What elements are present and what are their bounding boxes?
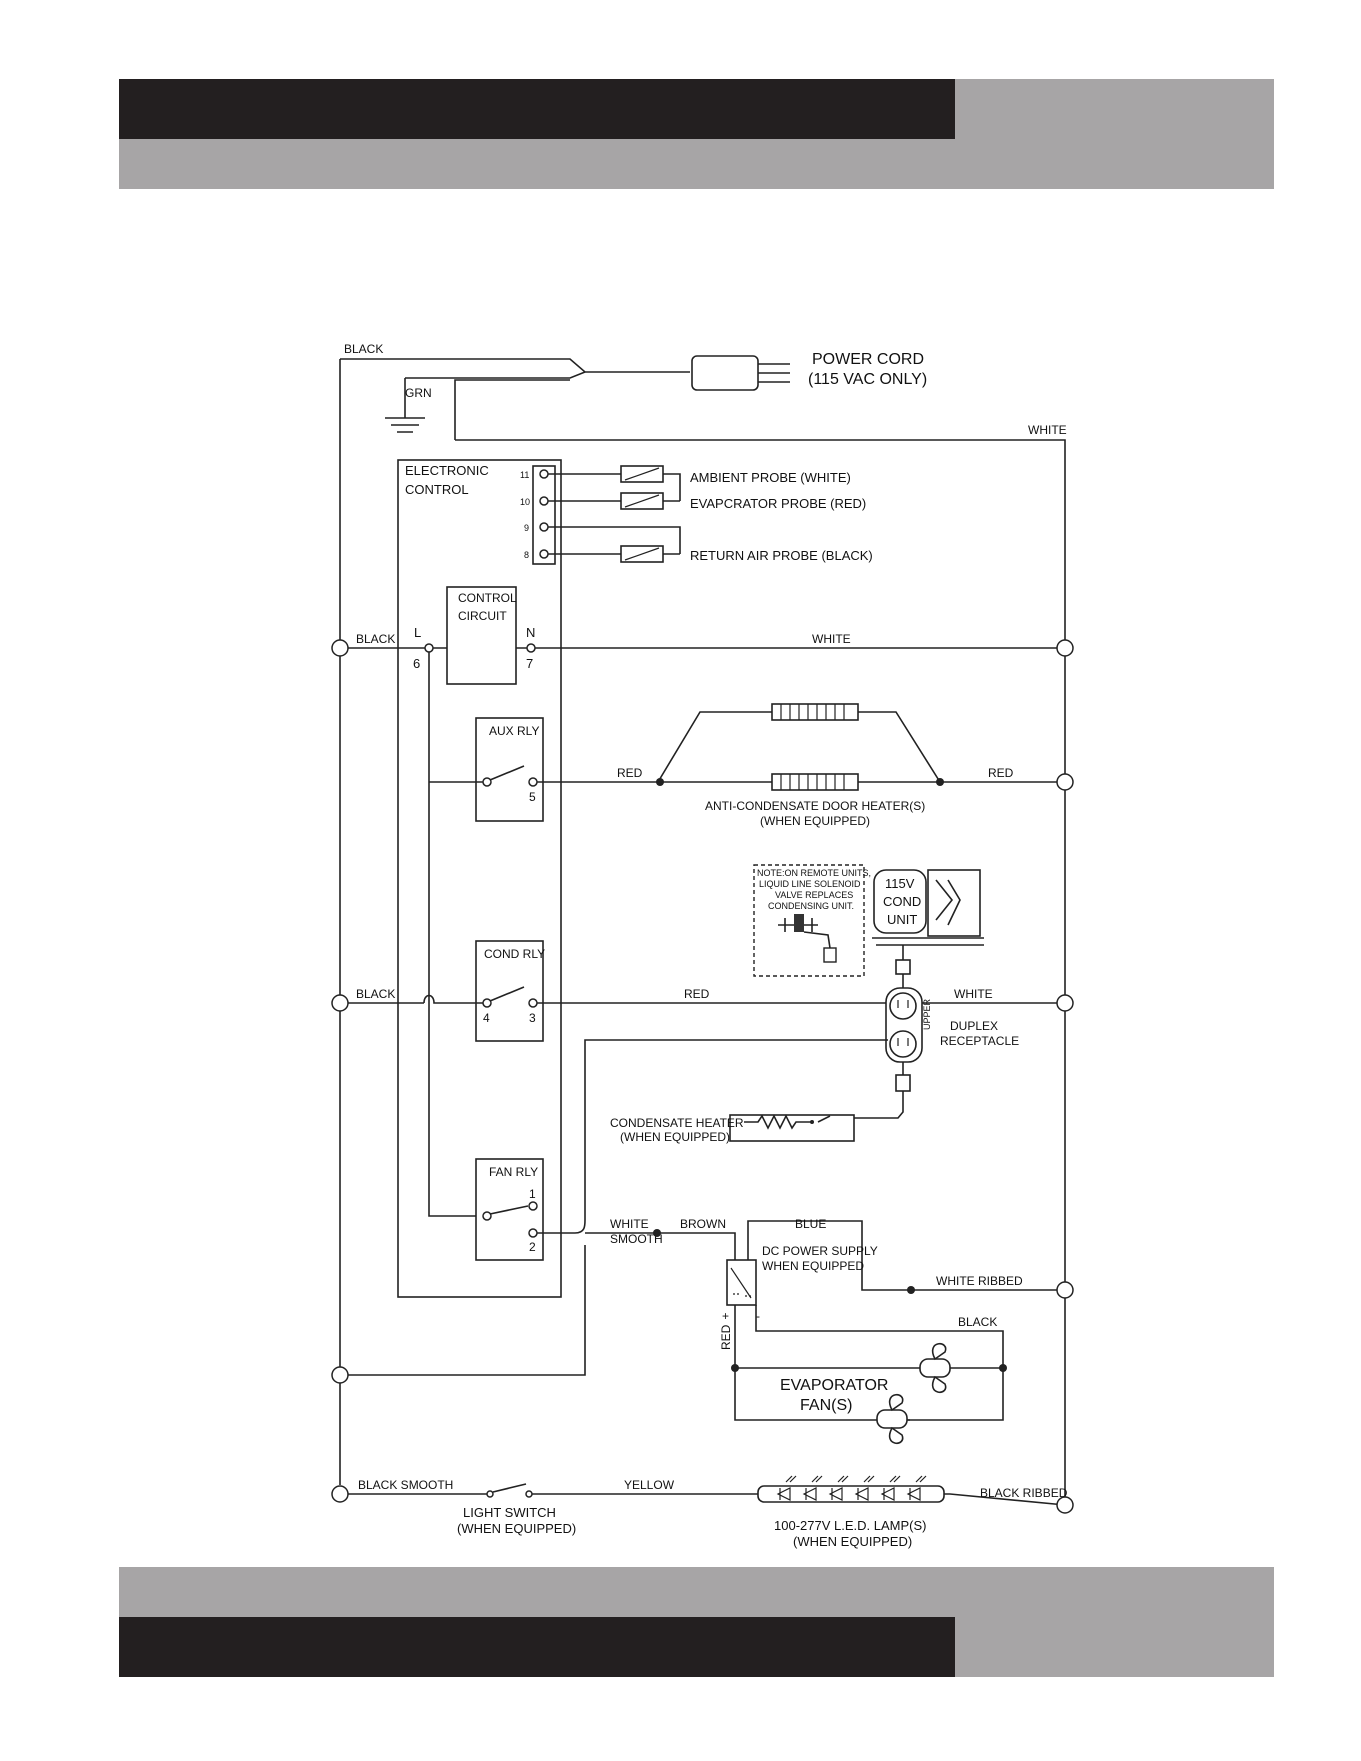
- header-black-bar: [119, 79, 955, 139]
- receptacle-label-1: DUPLEX: [950, 1019, 998, 1033]
- control-circuit-1: CONTROL: [458, 591, 517, 605]
- evaporator-fan-icon-1: [919, 1343, 951, 1393]
- wire-label-black-ctl: BLACK: [356, 632, 395, 646]
- aux-relay-pin-5: 5: [529, 790, 536, 804]
- power-cord: BLACK GRN WHITE POWER CORD (115 VAC ONLY…: [339, 342, 1067, 1505]
- wire-label-red-dc: RED: [719, 1324, 733, 1350]
- fan-relay: FAN RLY 1 2 WHITE SMOOTH: [340, 1158, 663, 1376]
- light-switch-label-2: (WHEN EQUIPPED): [457, 1521, 576, 1536]
- cond-relay-pin-3: 3: [529, 1011, 536, 1025]
- control-circuit-2: CIRCUIT: [458, 609, 507, 623]
- door-heater-label-1: ANTI-CONDENSATE DOOR HEATER(S): [705, 799, 925, 813]
- cond-unit-line-3: UNIT: [887, 912, 917, 927]
- control-power-line: BLACK WHITE: [340, 632, 1065, 1217]
- receptacle-upper-label: UPPER: [922, 998, 932, 1030]
- control-N-num: 7: [526, 656, 533, 671]
- fan-relay-pin-2: 2: [529, 1240, 536, 1254]
- evaporator-fan-icon-2: [876, 1394, 908, 1444]
- cond-unit-line-1: 115V: [885, 876, 915, 891]
- cond-fan-icon: [927, 869, 981, 937]
- terminal-9: 9: [524, 523, 529, 533]
- evap-fans-label-1: EVAPORATOR: [780, 1377, 888, 1394]
- duplex-receptacle: UPPER DUPLEX RECEPTACLE: [584, 987, 1019, 1220]
- dc-supply-label-1: DC POWER SUPPLY: [762, 1244, 878, 1258]
- electronic-control: ELECTRONIC CONTROL 11 10 9 8 CONTROL CIR…: [397, 459, 562, 1298]
- evap-fans-label-2: FAN(S): [800, 1397, 852, 1414]
- wire-label-white-cond: WHITE: [954, 987, 993, 1001]
- led-lamp-icon: [757, 1475, 945, 1503]
- wire-label-black-cond: BLACK: [356, 987, 395, 1001]
- note-line-2: LIQUID LINE SOLENOID: [759, 879, 861, 889]
- footer-gray-tab: [955, 1617, 1274, 1677]
- condensate-heater: CONDENSATE HEATER (WHEN EQUIPPED): [610, 1114, 855, 1144]
- probes: AMBIENT PROBE (WHITE) EVAPCRATOR PROBE (…: [548, 465, 873, 563]
- led-label-2: (WHEN EQUIPPED): [793, 1534, 912, 1549]
- dc-minus: -: [756, 1309, 760, 1323]
- bus-terminals: [331, 639, 1074, 1514]
- power-plug-icon: [691, 355, 790, 391]
- door-heater-label-2: (WHEN EQUIPPED): [760, 814, 870, 828]
- wire-label-white-smooth-2: SMOOTH: [610, 1232, 663, 1246]
- power-cord-title: POWER CORD: [812, 351, 924, 368]
- note-box: NOTE:ON REMOTE UNITS, LIQUID LINE SOLENO…: [753, 864, 871, 977]
- wire-label-black-dc: BLACK: [958, 1315, 997, 1329]
- control-N: N: [526, 625, 535, 640]
- terminal-11: 11: [520, 470, 529, 480]
- wire-label-white-ribbed: WHITE RIBBED: [936, 1274, 1023, 1288]
- header-gray-tab: [955, 79, 1274, 139]
- footer-black-bar: [119, 1617, 955, 1677]
- solenoid-valve-icon: [778, 914, 837, 963]
- cond-relay-pin-4: 4: [483, 1011, 490, 1025]
- footer-gray-bar: [119, 1567, 1274, 1617]
- wire-label-white-smooth-1: WHITE: [610, 1217, 649, 1231]
- wire-label-red-cond: RED: [684, 987, 710, 1001]
- condensate-heater-label-2: (WHEN EQUIPPED): [620, 1130, 730, 1144]
- cond-unit-line-2: COND: [883, 894, 921, 909]
- terminal-8: 8: [524, 550, 529, 560]
- note-line-3: VALVE REPLACES: [775, 890, 853, 900]
- probe-ambient-label: AMBIENT PROBE (WHITE): [690, 470, 851, 485]
- dc-supply-label-2: WHEN EQUIPPED: [762, 1259, 864, 1273]
- electronic-control-title-2: CONTROL: [405, 482, 469, 497]
- wire-label-red-aux-left: RED: [617, 766, 643, 780]
- door-heaters: ANTI-CONDENSATE DOOR HEATER(S) (WHEN EQU…: [656, 703, 944, 828]
- probe-return-air-label: RETURN AIR PROBE (BLACK): [690, 548, 873, 563]
- receptacle-label-2: RECEPTACLE: [940, 1034, 1019, 1048]
- note-line-4: CONDENSING UNIT.: [768, 901, 854, 911]
- probe-evaporator-label: EVAPCRATOR PROBE (RED): [690, 496, 866, 511]
- fan-relay-pin-1: 1: [529, 1187, 536, 1201]
- wire-label-brown: BROWN: [680, 1217, 726, 1231]
- led-label-1: 100-277V L.E.D. LAMP(S): [774, 1518, 926, 1533]
- wire-label-black-ribbed: BLACK RIBBED: [980, 1486, 1068, 1500]
- power-cord-subtitle: (115 VAC ONLY): [808, 371, 927, 388]
- header-gray-bar: [119, 139, 1274, 189]
- condensing-unit: 115V COND UNIT: [872, 869, 984, 990]
- cond-relay: COND RLY 4 3 BLACK RED WHITE: [340, 940, 1065, 1042]
- wire-label-black-smooth: BLACK SMOOTH: [358, 1478, 453, 1492]
- light-circuit: BLACK SMOOTH YELLOW LIGHT SWITCH (WHEN E…: [340, 1475, 1068, 1549]
- wire-label-blue: BLUE: [795, 1217, 826, 1231]
- dc-plus: +: [722, 1309, 729, 1323]
- wire-label-grn: GRN: [405, 386, 432, 400]
- wire-label-white-top: WHITE: [1028, 423, 1067, 437]
- note-line-1: NOTE:ON REMOTE UNITS,: [757, 868, 871, 878]
- wire-label-red-aux-right: RED: [988, 766, 1014, 780]
- cond-relay-label: COND RLY: [484, 947, 545, 961]
- light-switch-label-1: LIGHT SWITCH: [463, 1505, 556, 1520]
- wire-label-black-top: BLACK: [344, 342, 383, 356]
- aux-relay-label: AUX RLY: [489, 724, 539, 738]
- condensate-heater-label-1: CONDENSATE HEATER: [610, 1116, 744, 1130]
- control-L-num: 6: [413, 656, 420, 671]
- dc-power-supply: + - DC POWER SUPPLY WHEN EQUIPPED BROWN …: [653, 1217, 1065, 1421]
- control-L: L: [414, 625, 421, 640]
- fan-relay-label: FAN RLY: [489, 1165, 538, 1179]
- terminal-10: 10: [520, 497, 530, 507]
- wire-label-yellow: YELLOW: [624, 1478, 675, 1492]
- wire-label-white-ctl: WHITE: [812, 632, 851, 646]
- electronic-control-title-1: ELECTRONIC: [405, 463, 489, 478]
